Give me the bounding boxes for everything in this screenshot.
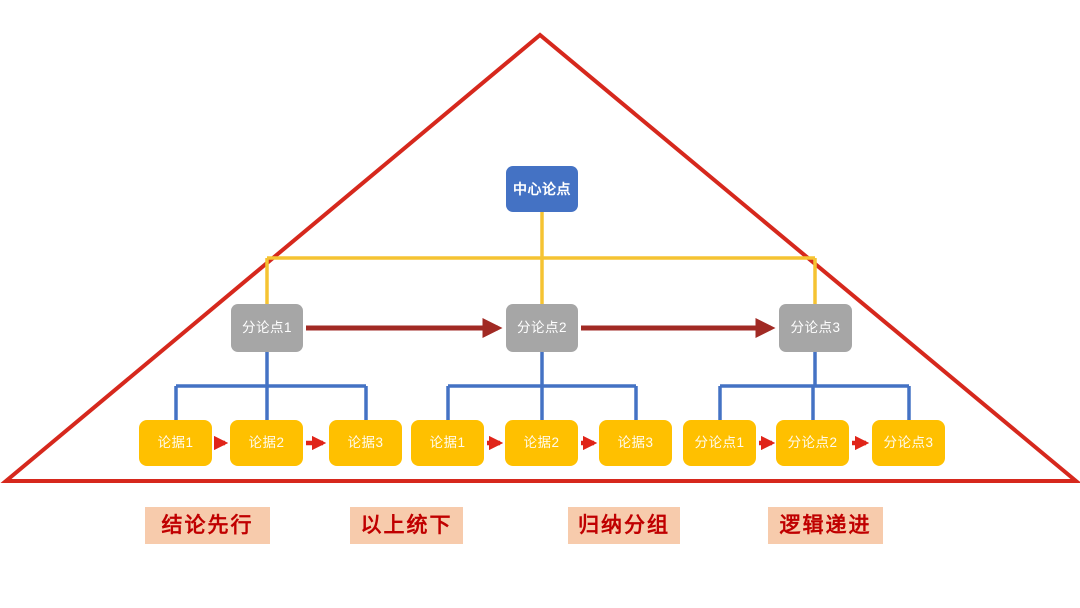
evidence-box-g2-3: 论据3 (599, 420, 672, 466)
evidence-box-g3-3: 分论点3 (872, 420, 945, 466)
evidence-box-g3-1: 分论点1 (683, 420, 756, 466)
evidence-box-g1-1: 论据1 (139, 420, 212, 466)
yellow-connectors (265, 212, 817, 304)
evidence-box-g2-1: 论据1 (411, 420, 484, 466)
principle-label-top-governs-bottom: 以上统下 (350, 507, 463, 544)
evidence-box-g3-2: 分论点2 (776, 420, 849, 466)
evidence-box-g1-3: 论据3 (329, 420, 402, 466)
central-point-box: 中心论点 (506, 166, 578, 212)
sub-point-1-box: 分论点1 (231, 304, 303, 352)
principle-label-group-summarize: 归纳分组 (568, 507, 680, 544)
principle-label-conclusion-first: 结论先行 (145, 507, 270, 544)
sub-point-3-box: 分论点3 (779, 304, 852, 352)
blue-connectors (174, 352, 911, 420)
evidence-box-g2-2: 论据2 (505, 420, 578, 466)
sub-point-2-box: 分论点2 (506, 304, 578, 352)
principle-label-logical-progression: 逻辑递进 (768, 507, 883, 544)
evidence-box-g1-2: 论据2 (230, 420, 303, 466)
